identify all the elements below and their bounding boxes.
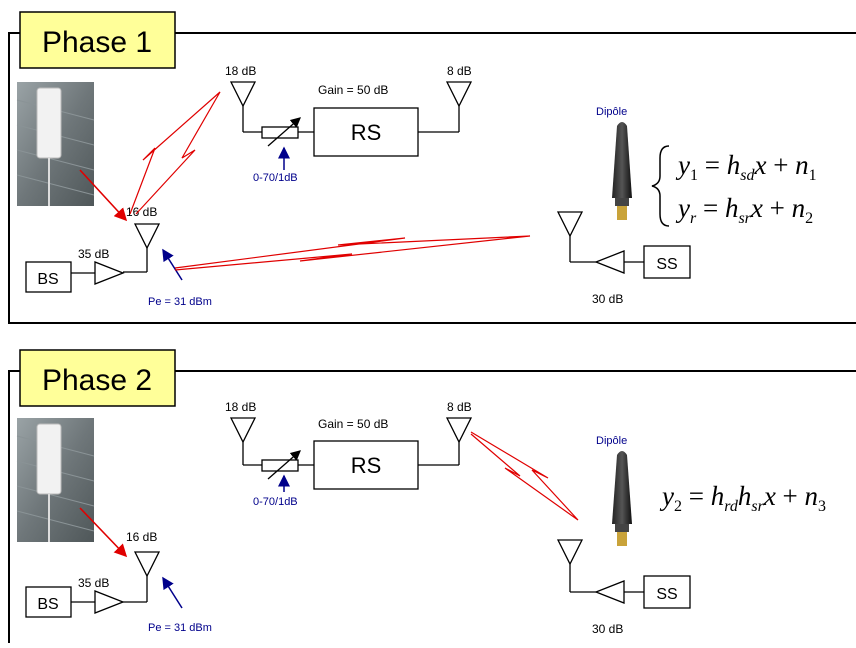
rs-out-antenna-icon [445,81,473,108]
pe-label: Pe = 31 dBm [148,622,212,634]
bs-antenna-photo [16,418,95,542]
bs-amplifier-icon [94,261,125,285]
phase2-title-box [19,349,176,407]
phase2-equation: y2 = hrdhsrx + n3 [659,481,826,515]
phase1-panel: Phase 1 16 dB 35 dB BS Pe = 31 dBm [8,11,856,324]
bs-antenna-gain: 16 dB [126,530,157,544]
rs-box [313,440,419,490]
phase2-panel: Phase 2 16 dB 35 dB BS Pe = 31 dBm 18 dB [8,349,856,648]
link-bs-ss [174,235,531,271]
bs-box [25,261,72,293]
phase1-title-box [19,11,176,69]
bs-amplifier-icon [94,590,125,614]
rs-gain-label: Gain = 50 dB [318,417,388,431]
bs-box [25,586,72,618]
ss-box [643,575,691,609]
dipole-photo [612,451,632,546]
bs-antenna-icon [133,223,161,250]
ss-antenna-icon [556,539,584,566]
rs-label: RS [351,453,382,478]
phase1-equations: y1 = hsdx + n1 yr = hsrx + n2 [651,145,817,227]
attenuator-label: 0-70/1dB [253,496,298,508]
phase2-title: Phase 2 [42,364,152,397]
bs-antenna-photo [16,82,95,206]
svg-text:yr = hsrx + n2: yr = hsrx + n2 [675,193,813,227]
ss-label: SS [656,586,677,603]
bs-amp-gain: 35 dB [78,576,109,590]
pe-label: Pe = 31 dBm [148,296,212,308]
rs-out-antenna-gain: 8 dB [447,400,472,414]
dipole-photo [612,122,632,220]
phase2-frame [8,370,856,648]
photo-pointer-arrow [79,507,128,558]
rs-label: RS [351,120,382,145]
ss-antenna-icon [556,211,584,238]
photo-pointer-arrow [79,169,128,222]
phase1-title: Phase 1 [42,26,152,59]
pe-pointer-arrow [162,576,183,609]
bs-label: BS [37,271,58,288]
bs-antenna-icon [133,551,161,578]
ss-amplifier-icon [594,580,625,604]
rs-out-antenna-icon [445,417,473,444]
pe-pointer-arrow [162,248,183,281]
attenuator-label: 0-70/1dB [253,172,298,184]
bs-amp-gain: 35 dB [78,247,109,261]
rs-in-antenna-gain: 18 dB [225,400,256,414]
link-rs-ss [470,431,579,521]
rs-in-antenna-gain: 18 dB [225,64,256,78]
ss-amplifier-icon [594,250,625,274]
svg-text:y1 = hsdx + n1: y1 = hsdx + n1 [675,150,817,184]
rs-in-antenna-icon [229,81,257,108]
rs-in-antenna-icon [229,417,257,444]
attenuator-icon [261,126,299,139]
dipole-label: Dipôle [596,435,627,447]
ss-box [643,245,691,279]
bs-antenna-gain: 16 dB [126,205,157,219]
ss-amp-gain: 30 dB [592,292,623,306]
ss-label: SS [656,256,677,273]
dipole-label: Dipôle [596,106,627,118]
attenuator-icon [261,459,299,472]
ss-amp-gain: 30 dB [592,622,623,636]
link-bs-rs [129,91,221,215]
bs-label: BS [37,596,58,613]
rs-out-antenna-gain: 8 dB [447,64,472,78]
phase1-frame [8,32,856,324]
rs-gain-label: Gain = 50 dB [318,83,388,97]
